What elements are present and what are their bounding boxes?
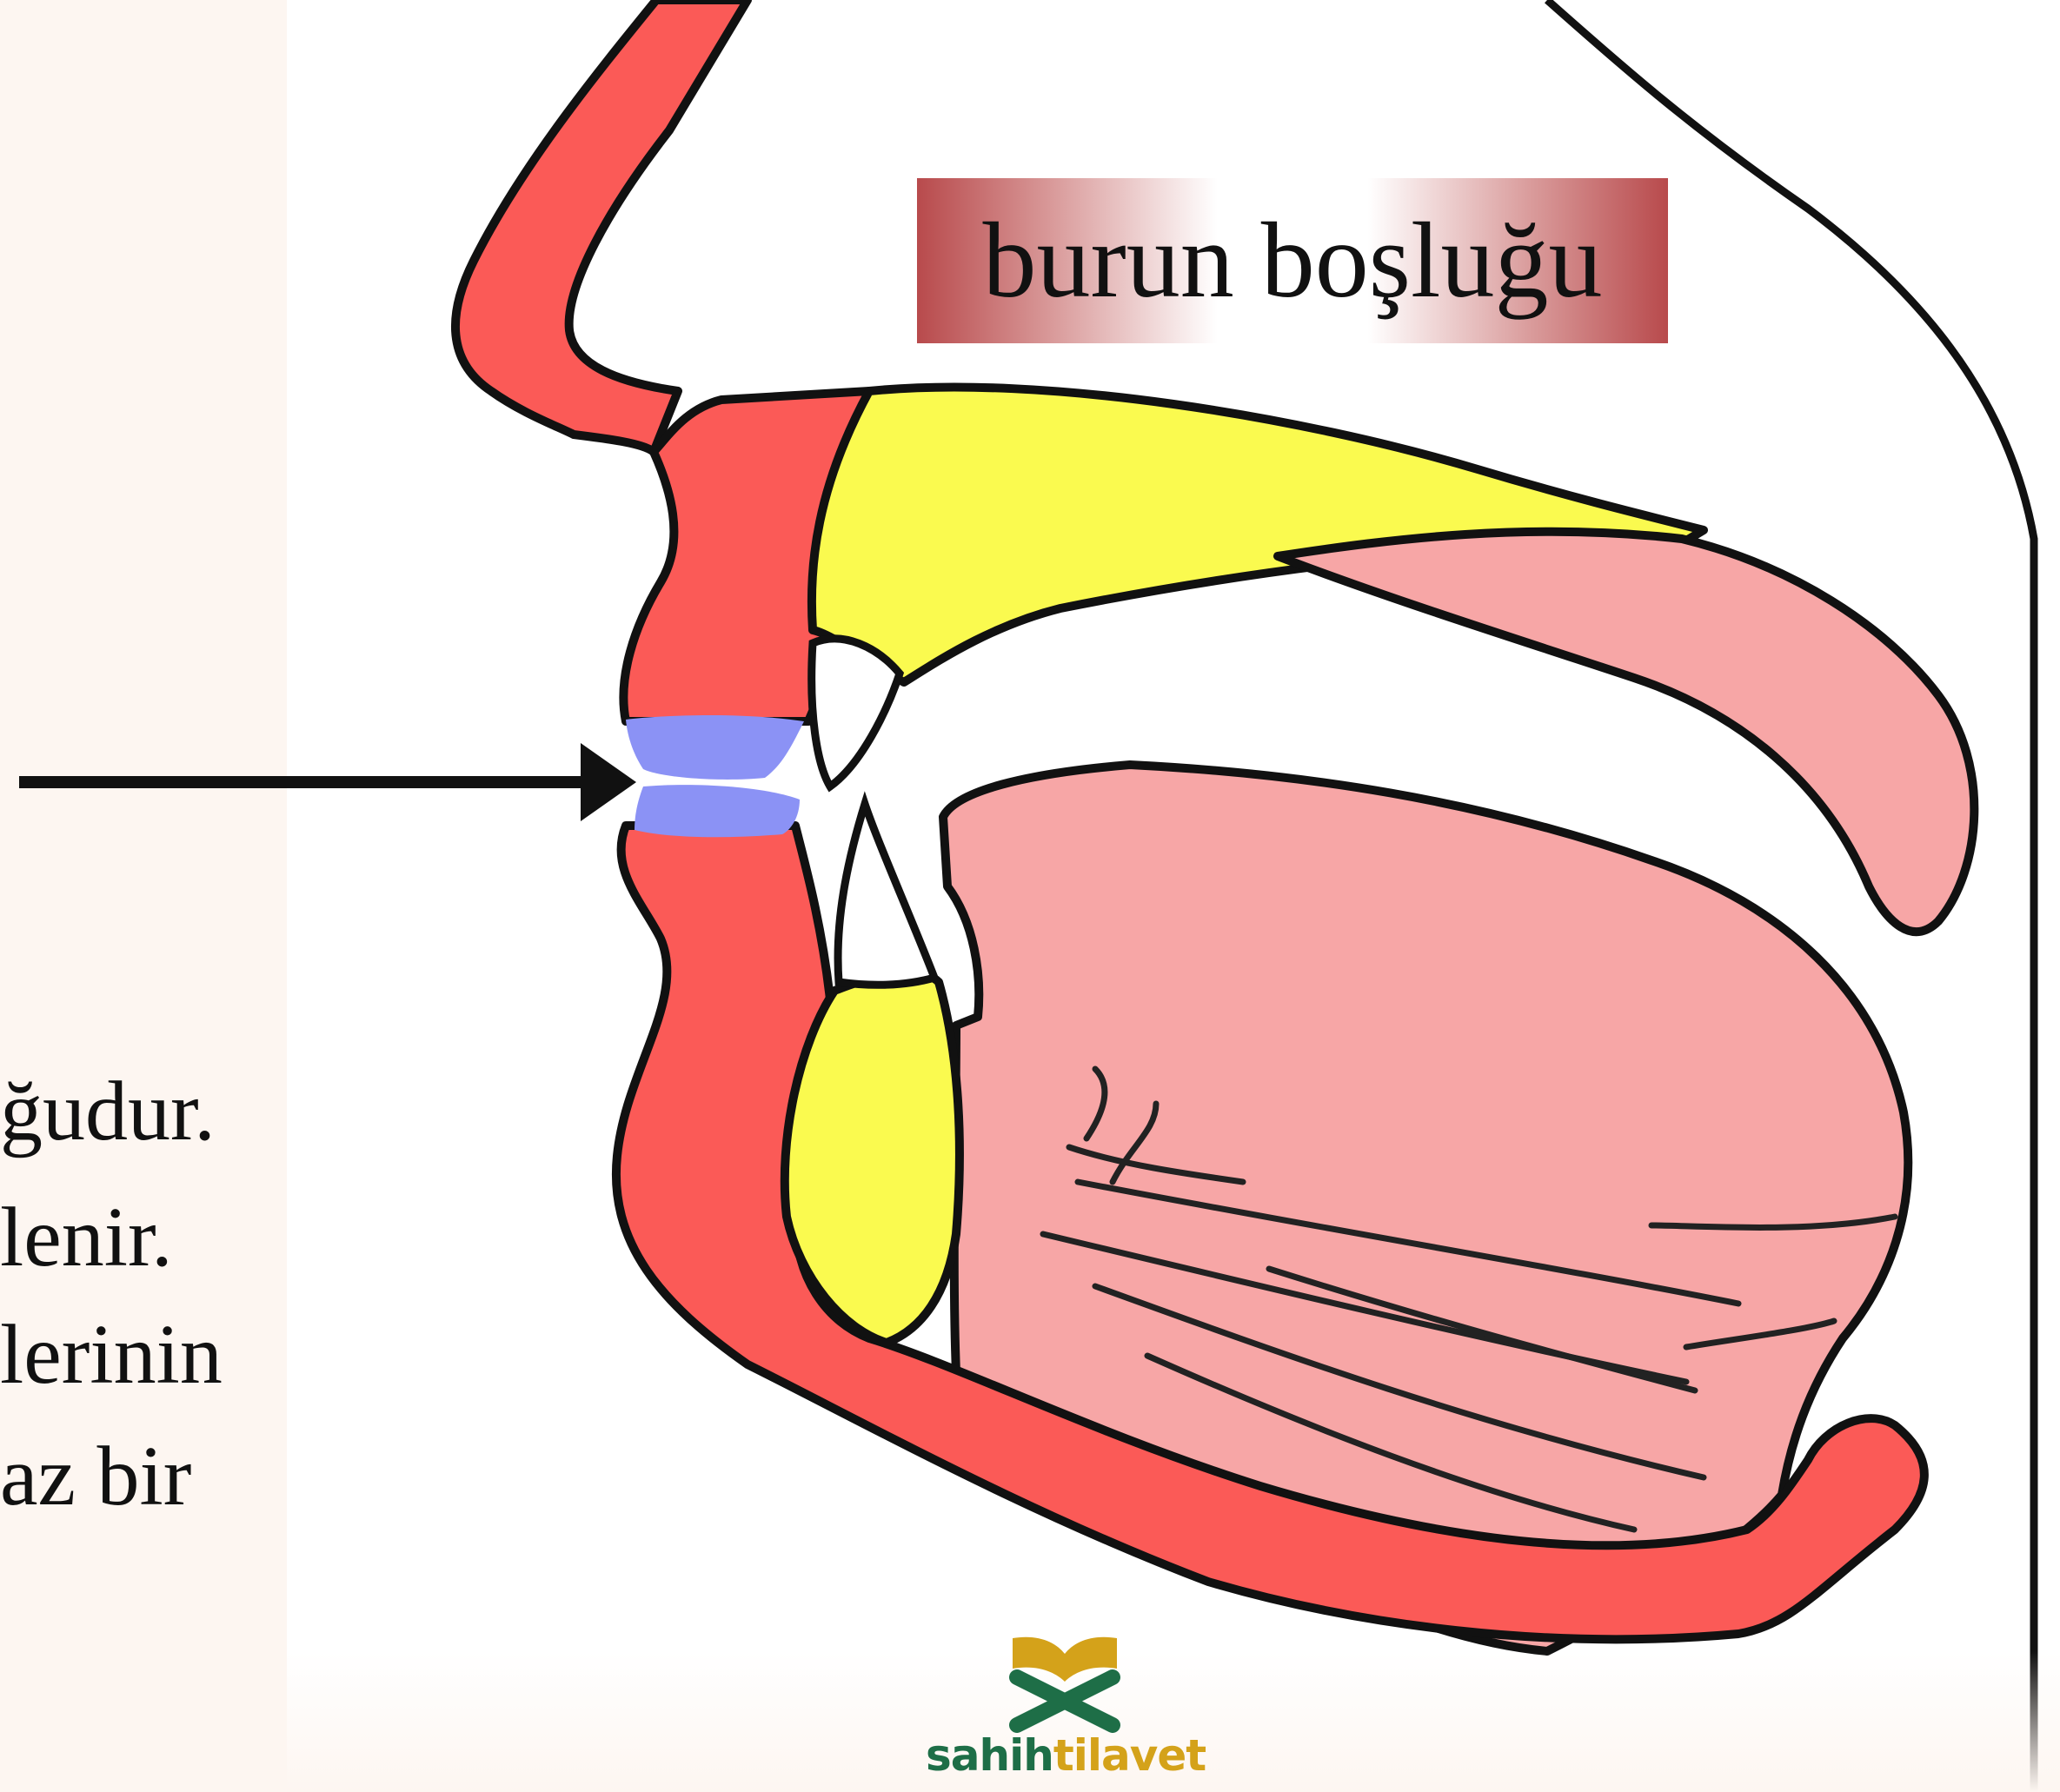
brand-name-part-1: sahih [926, 1730, 1053, 1781]
side-text-line-2: lenir. [0, 1195, 173, 1280]
brand-name: sahihtilavet [926, 1734, 1204, 1777]
side-text-line-4: az bir [0, 1434, 191, 1519]
brand-logo: sahihtilavet [926, 1629, 1204, 1786]
book-icon [926, 1629, 1204, 1734]
side-text-line-1: ğudur. [0, 1069, 216, 1154]
nasal-cavity-label-text: burun boşluğu [983, 207, 1603, 315]
brand-name-part-2: tilavet [1053, 1730, 1206, 1781]
side-text-line-3: lerinin [0, 1312, 223, 1397]
nasal-cavity-label: burun boşluğu [917, 178, 1668, 343]
